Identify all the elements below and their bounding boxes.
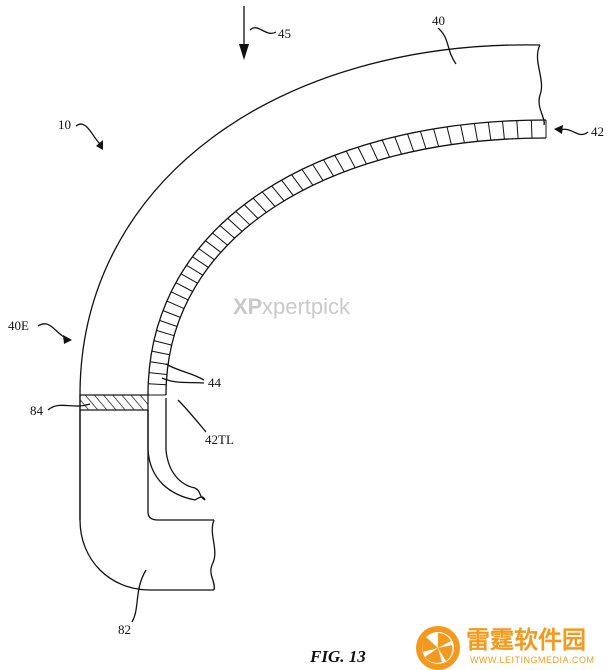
logo-chinese-text: 雷霆软件园 [466, 626, 586, 654]
pixel-cell-divider [156, 329, 175, 337]
pixel-cell-divider [473, 123, 479, 142]
pixel-cell-divider [394, 136, 402, 155]
pixel-cell-divider [446, 126, 452, 145]
pixel-cell-divider [148, 372, 167, 375]
label-10: 10 [58, 117, 71, 132]
pixel-cell-divider [227, 217, 243, 232]
display-tail-break [194, 487, 206, 501]
leader-44 [165, 363, 205, 381]
pixel-cell-divider [281, 179, 294, 196]
pixel-cell-divider [433, 128, 440, 147]
pixel-cell-divider [219, 225, 235, 239]
pixel-cell-divider [530, 120, 533, 139]
pixel-cell-divider [166, 300, 185, 310]
pixel-cell-divider [235, 210, 251, 226]
pixel-cell-divider [271, 185, 285, 202]
label-40e: 40E [8, 318, 29, 333]
pixel-cell-divider [323, 159, 334, 177]
lower-housing-break [210, 519, 216, 591]
figure-caption: FIG. 13 [309, 647, 366, 666]
arrowhead-40e [63, 335, 72, 344]
pixel-cell-divider [407, 133, 415, 152]
pixel-cell-divider [301, 169, 314, 186]
orange-slice-icon [416, 626, 460, 670]
leader-10 [75, 123, 101, 145]
pixel-cell-divider [516, 120, 519, 139]
lower-housing-inner [147, 410, 214, 521]
label-44: 44 [208, 375, 222, 390]
pixel-cell-divider [212, 232, 228, 246]
pixel-cell-divider [252, 197, 267, 213]
pixel-cell-divider [460, 124, 465, 144]
pixel-cell-divider [151, 350, 170, 356]
direction-arrow [239, 6, 249, 60]
pixel-cell-divider [162, 310, 181, 318]
pixel-cell-divider [243, 204, 259, 219]
xpertpick-watermark-text: xpertpick [262, 294, 351, 319]
leader-84 [47, 403, 91, 411]
pixel-cell-divider [150, 361, 169, 365]
housing-outer-edge [79, 44, 541, 520]
leader-42 [559, 128, 589, 136]
display-outer-edge [147, 119, 547, 396]
seal-band [79, 394, 149, 411]
label-45: 45 [278, 26, 291, 41]
arrowhead-10 [96, 140, 103, 150]
leader-40 [437, 27, 457, 65]
display-tail-inner [165, 398, 196, 489]
pixel-cell-divider [205, 240, 222, 253]
pixel-cell-divider [159, 319, 178, 327]
xpertpick-watermark-mark: XP [233, 294, 262, 319]
leader-45 [249, 27, 277, 34]
pixel-cell-divider [369, 143, 379, 161]
pixel-cell-divider [192, 256, 209, 268]
logo-url-text: WWW.LEITINGMEDIA.COM [470, 655, 595, 665]
pixel-cell-divider [419, 131, 427, 150]
leader-42tl [177, 399, 207, 433]
pixel-cell-divider [381, 139, 391, 158]
pixel-cell-divider [502, 121, 505, 140]
label-42: 42 [591, 124, 604, 139]
lower-housing [79, 410, 214, 591]
display-tail-outer [147, 410, 196, 501]
pixel-cell-divider [170, 291, 189, 301]
display-inner-edge [165, 137, 547, 396]
label-42tl: 42TL [205, 432, 234, 447]
arrowhead-42 [554, 125, 563, 134]
housing-break-line [536, 44, 545, 126]
pixel-cell-divider [180, 273, 198, 284]
leader-40e [37, 323, 67, 339]
pixel-cell-divider [334, 154, 345, 173]
pixel-cell-divider [487, 122, 492, 141]
label-82: 82 [118, 622, 131, 637]
pixel-cell-divider [357, 146, 367, 165]
pixel-array [148, 120, 547, 396]
pixel-cell-divider [148, 383, 167, 386]
pixel-cell-divider [186, 264, 204, 276]
label-84: 84 [30, 403, 44, 418]
pixel-cell-divider [198, 248, 215, 261]
pixel-cell-divider [175, 282, 193, 292]
leader-44b [161, 377, 205, 384]
pixel-cell-divider [261, 191, 276, 207]
pixel-cell-divider [153, 340, 172, 346]
leiting-logo: 雷霆软件园 WWW.LEITINGMEDIA.COM [416, 626, 595, 670]
leader-82 [131, 569, 147, 623]
pixel-cell-divider [291, 174, 304, 191]
pixel-cell-divider [345, 150, 356, 169]
pixel-cell-divider [312, 164, 324, 181]
label-40: 40 [432, 13, 445, 28]
